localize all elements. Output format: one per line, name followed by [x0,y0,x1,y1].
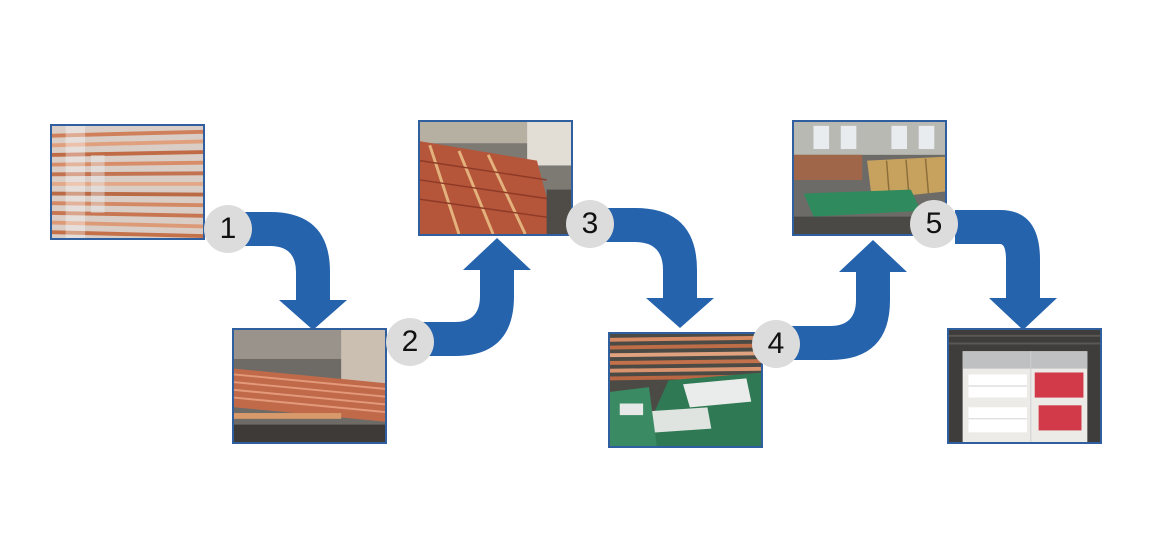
step-1-photo [50,124,205,240]
step-3-photo [418,120,573,236]
arrow-3-to-4 [590,208,714,328]
copper-rods-green-wrap-image [610,334,761,446]
container-loaded-image [949,330,1100,442]
step-2-badge: 2 [386,318,434,366]
copper-rods-warehouse-image [420,122,571,234]
arrow-5-to-6 [955,210,1057,330]
arrow-1-to-2 [225,212,347,330]
step-4-photo [608,332,763,448]
step-1-badge: 1 [204,205,252,253]
copper-tubes-image [52,126,203,238]
step-3-badge: 3 [566,200,614,248]
arrow-4-to-5 [780,240,907,360]
step-5-badge: 5 [910,200,958,248]
step-2-photo [232,328,387,444]
copper-rods-floor-image [234,330,385,442]
arrow-2-to-3 [405,238,531,356]
step-4-badge: 4 [752,320,800,368]
final-photo [947,328,1102,444]
